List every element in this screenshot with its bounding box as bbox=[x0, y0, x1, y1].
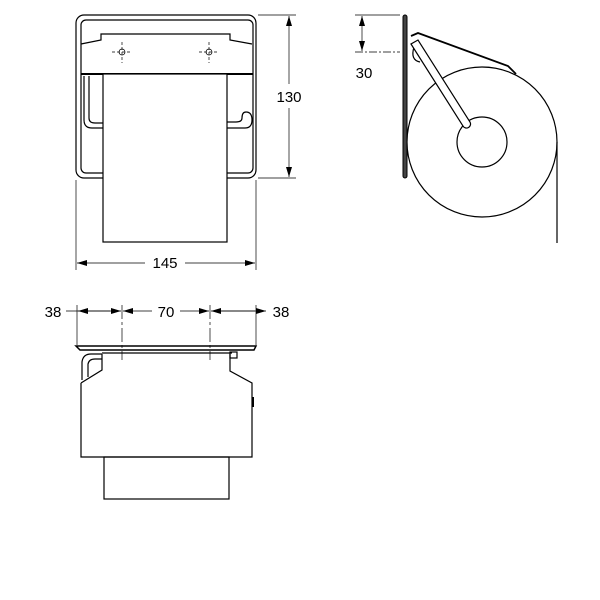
roll-core bbox=[456, 116, 508, 168]
holder-arm-left-inner bbox=[88, 76, 103, 124]
dim-width-label: 145 bbox=[152, 255, 177, 272]
dim-offset-label: 30 bbox=[356, 65, 373, 82]
paper-roll-front bbox=[102, 73, 228, 243]
paper-roll-side bbox=[406, 66, 558, 218]
holder-arm-left bbox=[83, 76, 103, 129]
cover bbox=[410, 32, 517, 75]
dim-center-label: 70 bbox=[158, 304, 175, 321]
wall-plate-bottom bbox=[74, 345, 258, 351]
side-view: 30 bbox=[355, 14, 558, 243]
arm-bottom bbox=[81, 353, 102, 380]
paper-roll-bottom bbox=[103, 456, 230, 500]
latch bbox=[229, 351, 238, 359]
mount-hole-icon bbox=[199, 42, 219, 63]
holder-arm-right bbox=[227, 111, 253, 129]
housing-body bbox=[80, 354, 253, 458]
holder-arm-side bbox=[410, 39, 472, 129]
front-view: 145 130 bbox=[75, 14, 302, 272]
mount-hole-icon bbox=[112, 42, 132, 63]
hinge bbox=[412, 46, 421, 63]
dim-height-label: 130 bbox=[276, 89, 301, 106]
header-top bbox=[80, 33, 253, 45]
bottom-view: 38 70 38 bbox=[45, 304, 290, 500]
dim-right-label: 38 bbox=[273, 304, 290, 321]
arm-bottom-inner bbox=[87, 358, 102, 377]
wall-plate bbox=[402, 14, 408, 179]
dim-left-label: 38 bbox=[45, 304, 62, 321]
